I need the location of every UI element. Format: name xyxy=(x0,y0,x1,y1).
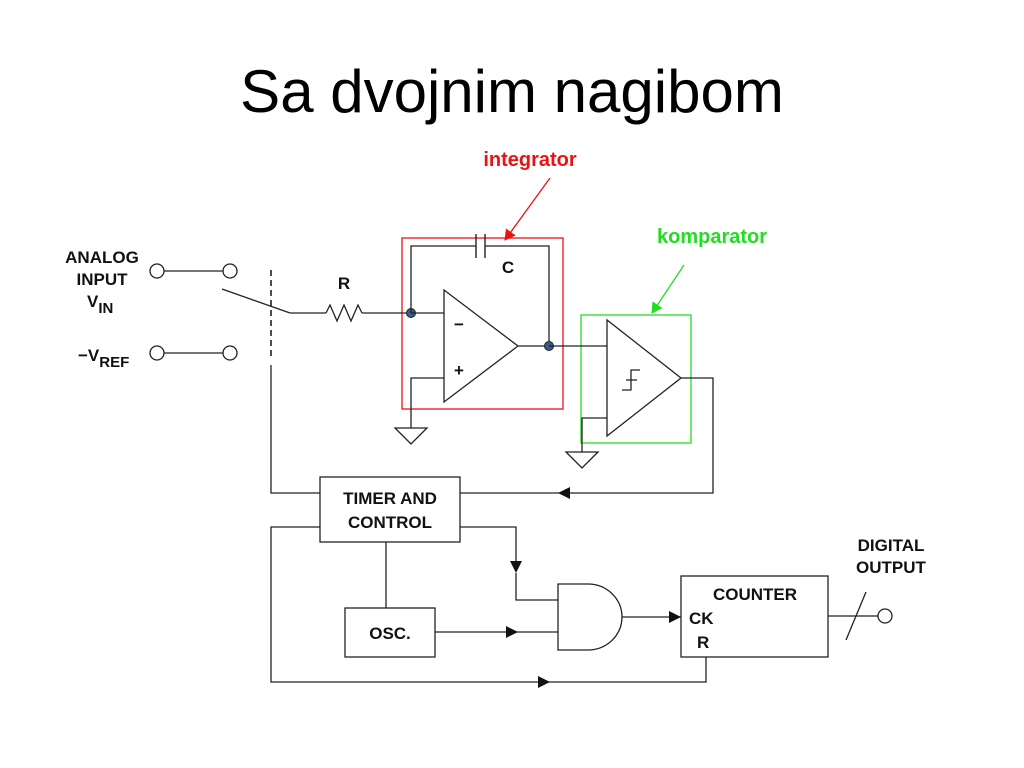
vref-input-terminal xyxy=(149,345,165,361)
integrator-annotation-arrow xyxy=(504,177,551,241)
ground-symbol-comparator xyxy=(564,451,600,469)
ground-symbol-integrator xyxy=(393,427,429,445)
vin-label: VIN xyxy=(87,292,113,317)
opamp-plus-sign: + xyxy=(454,361,464,380)
komparator-highlight-box xyxy=(580,314,692,444)
oscillator-label: OSC. xyxy=(369,624,411,643)
resistor-symbol xyxy=(325,303,363,323)
integrator-opamp xyxy=(443,288,520,404)
opamp-minus-sign: − xyxy=(454,315,464,334)
analog-input-terminal xyxy=(149,263,165,279)
digital-output-label-line1: DIGITAL xyxy=(858,536,925,555)
counter-r-label: R xyxy=(697,633,709,652)
counter-block xyxy=(680,575,829,658)
integrator-highlight-box xyxy=(401,237,564,410)
counter-ck-label: CK xyxy=(689,609,714,628)
comparator-feedback-arrowhead xyxy=(558,487,570,499)
and-gate xyxy=(557,583,623,651)
comparator-symbol xyxy=(606,318,683,438)
analog-input-label-line2: INPUT xyxy=(77,270,129,289)
reset-line-arrowhead xyxy=(538,676,550,688)
timer-to-gate-arrowhead xyxy=(510,561,522,573)
resistor-label: R xyxy=(338,274,350,293)
komparator-annotation-arrow xyxy=(651,264,685,314)
integrator-annotation-label: integrator xyxy=(483,149,577,171)
timer-and-control-block xyxy=(319,476,461,543)
vin-main-label: V xyxy=(87,292,99,311)
digital-output-label-line2: OUTPUT xyxy=(856,558,927,577)
vref-main-label: −V xyxy=(78,346,100,365)
analog-input-label-line1: ANALOG xyxy=(65,248,139,267)
gate-to-counter-arrowhead xyxy=(669,611,681,623)
timer-label-line1: TIMER AND xyxy=(343,489,437,508)
vref-label: −VREF xyxy=(78,346,129,371)
digital-output-terminal xyxy=(877,608,893,624)
slide-title: Sa dvojnim nagibom xyxy=(240,58,784,125)
counter-label: COUNTER xyxy=(713,585,797,604)
switch-contact-vref xyxy=(222,345,238,361)
switch-contact-vin xyxy=(222,263,238,279)
input-switch-blade xyxy=(221,288,291,314)
vref-subscript: REF xyxy=(99,354,129,371)
bus-slash xyxy=(845,591,867,641)
osc-to-gate-arrowhead xyxy=(506,626,518,638)
capacitor-label: C xyxy=(502,258,514,277)
komparator-annotation-label: komparator xyxy=(657,226,767,248)
oscillator-block xyxy=(344,607,436,658)
timer-label-line2: CONTROL xyxy=(348,513,432,532)
vin-subscript: IN xyxy=(98,300,113,317)
